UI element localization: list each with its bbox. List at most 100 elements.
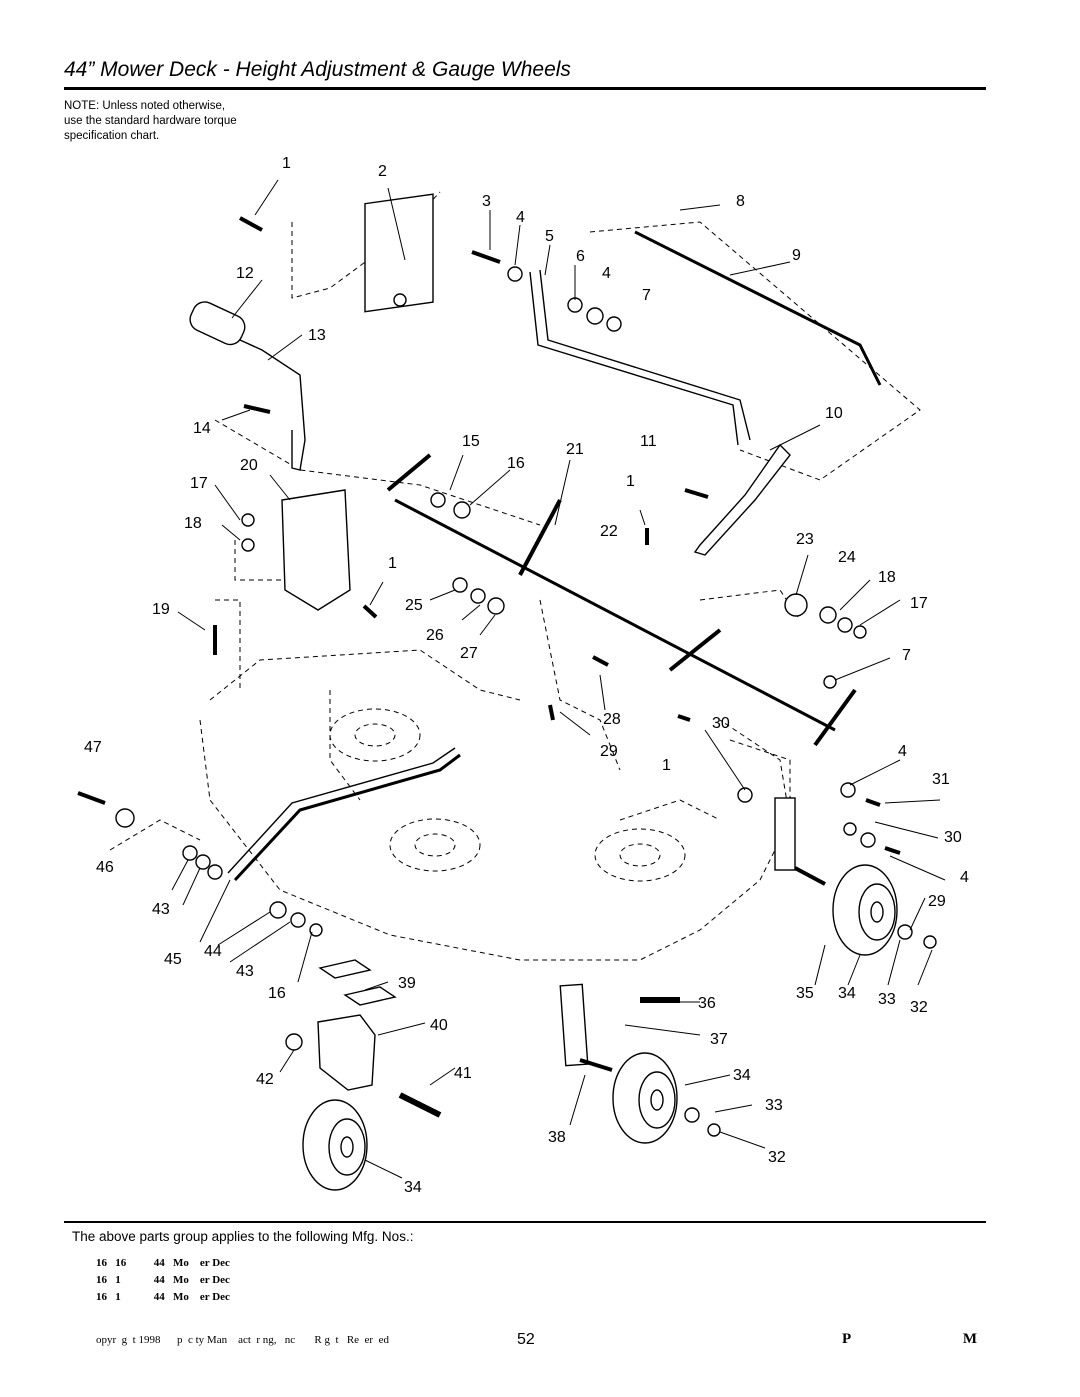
callout-38: 38 — [548, 1129, 566, 1146]
callout-11: 11 — [640, 433, 657, 450]
callout-16: 16 — [507, 455, 525, 472]
callout-45: 45 — [164, 951, 182, 968]
callout-24: 24 — [838, 549, 856, 566]
callout-32b: 32 — [768, 1149, 786, 1166]
copyright-notice: opyr g t 1998 p c ty Man act r ng, nc R … — [96, 1334, 389, 1346]
footer-divider — [64, 1221, 986, 1223]
callout-1d: 1 — [662, 757, 671, 774]
callout-40: 40 — [430, 1017, 448, 1034]
callout-47: 47 — [84, 739, 102, 756]
rear-axle — [794, 866, 826, 886]
deck-outline — [109, 191, 921, 961]
gauge-wheels — [302, 864, 898, 1191]
callout-18b: 18 — [878, 569, 896, 586]
side-axle — [579, 1058, 613, 1072]
front-wheel-bracket — [317, 1014, 376, 1091]
callout-20: 20 — [240, 457, 258, 474]
callout-4c: 4 — [898, 743, 907, 760]
callout-23: 23 — [796, 531, 814, 548]
applies-to-text: The above parts group applies to the fol… — [72, 1229, 414, 1244]
callout-28: 28 — [603, 711, 621, 728]
handle-grip — [189, 301, 246, 346]
callout-41: 41 — [454, 1065, 472, 1082]
callout-34b: 34 — [733, 1067, 751, 1084]
front-gauge-bar — [233, 753, 461, 882]
callout-37: 37 — [710, 1031, 728, 1048]
callout-12: 12 — [236, 265, 254, 282]
callout-30: 30 — [712, 715, 730, 732]
callout-35: 35 — [796, 985, 814, 1002]
callout-16b: 16 — [268, 985, 286, 1002]
callout-36: 36 — [698, 995, 716, 1012]
callout-26: 26 — [426, 627, 444, 644]
callout-34: 34 — [838, 985, 856, 1002]
front-gauge-bar-edge — [227, 747, 456, 874]
callout-9: 9 — [792, 247, 801, 264]
bolts — [77, 216, 901, 1118]
plate-hole — [393, 293, 407, 307]
callout-5: 5 — [545, 228, 554, 245]
lift-link — [693, 443, 791, 556]
title-divider — [64, 87, 986, 90]
callout-1b: 1 — [626, 473, 635, 490]
mfg-number-list: 16 16 44 Mo er Dec 16 1 44 Mo er Dec 16 … — [96, 1255, 230, 1306]
lift-handle — [194, 319, 306, 471]
callout-17b: 17 — [910, 595, 928, 612]
note-line-2: use the standard hardware torque — [64, 115, 237, 127]
callout-29: 29 — [600, 743, 618, 760]
callout-34c: 34 — [404, 1179, 422, 1196]
callout-18: 18 — [184, 515, 202, 532]
leader-lines — [171, 179, 946, 1179]
callout-3: 3 — [482, 193, 491, 210]
callout-33: 33 — [878, 991, 896, 1008]
shaft-arm-mid — [668, 628, 722, 672]
lift-rod — [634, 230, 882, 386]
hardware — [115, 266, 937, 1137]
mfg-line-3: 16 1 44 Mo er Dec — [96, 1291, 230, 1303]
callout-31: 31 — [932, 771, 950, 788]
callout-7: 7 — [642, 287, 651, 304]
callout-4d: 4 — [960, 869, 969, 886]
torque-note: NOTE: Unless noted otherwise, use the st… — [64, 99, 294, 144]
callout-7b: 7 — [902, 647, 911, 664]
shaft-arm-front — [386, 453, 432, 492]
callout-4: 4 — [516, 209, 525, 226]
height-bracket — [281, 489, 351, 611]
note-line-1: NOTE: Unless noted otherwise, — [64, 100, 226, 112]
manual-brand: P M — [842, 1331, 977, 1347]
callout-19: 19 — [152, 601, 170, 618]
callout-43b: 43 — [236, 963, 254, 980]
rear-wheel-bracket — [774, 797, 796, 871]
callout-4b: 4 — [602, 265, 611, 282]
mfg-line-1: 16 16 44 Mo er Dec — [96, 1257, 230, 1269]
callout-6: 6 — [576, 248, 585, 265]
cross-shaft — [394, 498, 836, 732]
callout-2: 2 — [378, 163, 387, 180]
callout-42: 42 — [256, 1071, 274, 1088]
callout-29b: 29 — [928, 893, 946, 910]
callout-21: 21 — [566, 441, 584, 458]
callout-14: 14 — [193, 420, 211, 437]
note-line-3: specification chart. — [64, 130, 160, 142]
callout-44: 44 — [204, 943, 222, 960]
callout-8: 8 — [736, 193, 745, 210]
callout-1c: 1 — [388, 555, 397, 572]
page-title: 44” Mower Deck - Height Adjustment & Gau… — [64, 58, 571, 81]
mounting-plate — [364, 193, 434, 313]
mfg-line-2: 16 1 44 Mo er Dec — [96, 1274, 230, 1286]
callout-numbers: 1 2 3 4 5 6 4 7 8 9 10 11 12 13 14 15 16… — [84, 155, 969, 1196]
callout-46: 46 — [96, 859, 114, 876]
front-lift-bar — [539, 269, 751, 441]
callout-1: 1 — [282, 155, 291, 172]
callout-30b: 30 — [944, 829, 962, 846]
spacer-plate-lower — [343, 986, 397, 1006]
shaft-arm-rear — [813, 688, 857, 747]
callout-13: 13 — [308, 327, 326, 344]
spacer-plate-upper — [318, 959, 372, 979]
callout-43: 43 — [152, 901, 170, 918]
callout-17: 17 — [190, 475, 208, 492]
callout-22: 22 — [600, 523, 618, 540]
callout-25: 25 — [405, 597, 423, 614]
callout-15: 15 — [462, 433, 480, 450]
